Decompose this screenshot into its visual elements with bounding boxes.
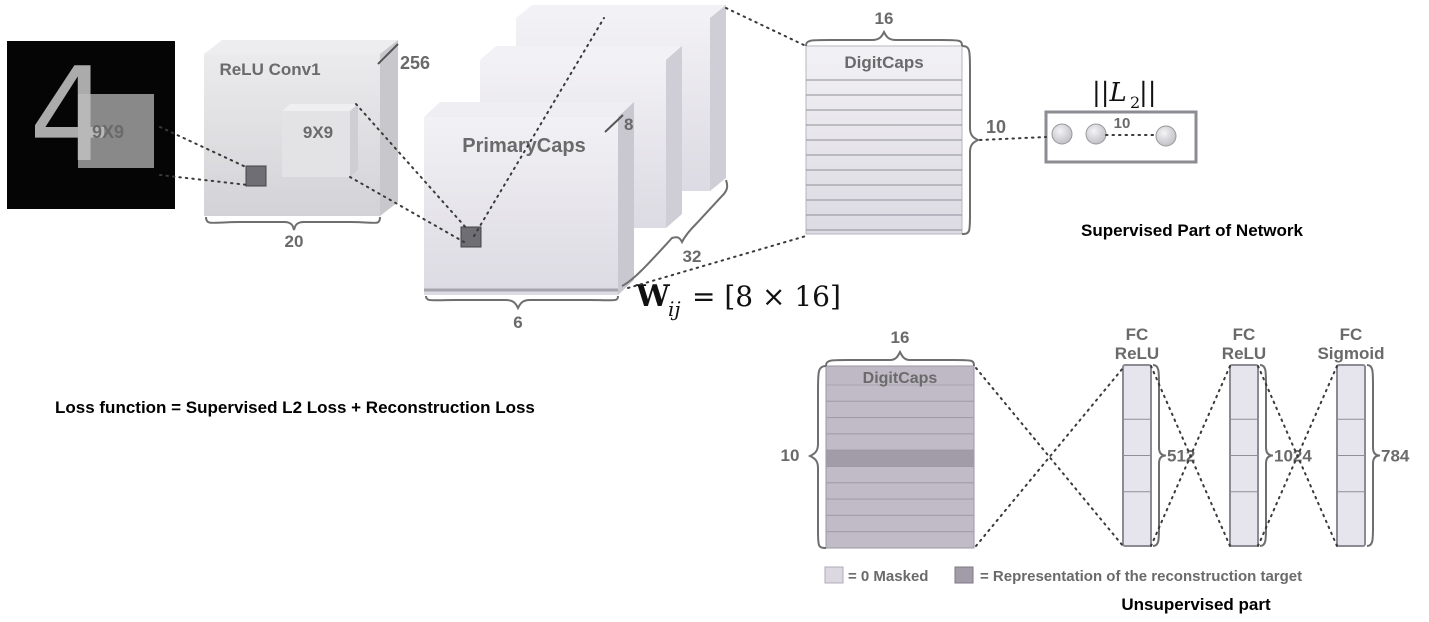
fc-connector-cross-b xyxy=(975,367,1124,547)
primary-caps-stack: PrimaryCaps 8 32 6 xyxy=(424,5,729,332)
input-kernel-window xyxy=(78,94,154,168)
digit-caps-top-cols-brace xyxy=(805,29,963,47)
fc-layer-type: FC xyxy=(1340,325,1363,344)
primary-caps-front-side xyxy=(618,102,634,295)
weight-dimensions: = [8 × 16] xyxy=(692,280,841,313)
relu-conv1-depth: 256 xyxy=(400,53,430,73)
connector-digitcaps-l2 xyxy=(979,136,1047,141)
primary-caps-front-top xyxy=(424,102,634,117)
digit-caps-top-cols: 16 xyxy=(875,9,894,28)
digit-caps-bottom-rows-brace xyxy=(807,365,827,549)
relu-conv1-kernel-top xyxy=(282,104,358,111)
primary-caps-count: 32 xyxy=(683,247,702,266)
fc-connector-cross-a xyxy=(975,367,1124,547)
l2-node-2 xyxy=(1085,123,1107,145)
fc-layer-size: 784 xyxy=(1381,447,1410,466)
legend-target-swatch xyxy=(954,566,974,584)
legend-masked-label: = 0 Masked xyxy=(848,568,928,585)
digit-caps-top-rows: 10 xyxy=(986,117,1006,137)
connector-input-conv1-bottom xyxy=(159,174,249,186)
fc-layer-activation: ReLU xyxy=(1115,344,1159,363)
digit-caps-top-rows-brace xyxy=(961,45,981,235)
relu-conv1-width: 20 xyxy=(285,232,304,251)
primary-caps-front-face xyxy=(424,117,618,295)
input-image: 4 9X9 xyxy=(7,39,175,209)
relu-conv1-side xyxy=(380,40,398,216)
primary-caps-width-brace xyxy=(425,295,619,311)
l2-node-count: 10 xyxy=(1114,115,1131,132)
fc-layer-type: FC xyxy=(1126,325,1149,344)
digit-caps-bottom-rows: 10 xyxy=(781,446,800,465)
primary-caps-depth-mark xyxy=(604,114,624,133)
l2-norm-label: ||L xyxy=(1092,78,1127,108)
fc-layer-brace xyxy=(1259,364,1274,547)
relu-conv1-width-brace xyxy=(205,216,381,231)
digit-caps-top: DigitCaps 16 10 xyxy=(805,9,1006,235)
input-kernel-label: 9X9 xyxy=(92,122,124,142)
fc-layer-activation: Sigmoid xyxy=(1317,344,1384,363)
relu-conv1-block: ReLU Conv1 9X9 256 20 xyxy=(204,40,430,251)
digit-caps-bottom-row xyxy=(825,531,975,549)
digit-caps-bottom-shade xyxy=(826,366,974,548)
legend-masked-swatch xyxy=(824,566,844,584)
digit-caps-bottom-title: DigitCaps xyxy=(863,370,938,387)
legend-target-label: = Representation of the reconstruction t… xyxy=(980,568,1302,585)
digit-caps-bottom: DigitCaps 16 10 xyxy=(781,328,975,549)
connector-primary-digitcaps-bottom xyxy=(627,235,807,289)
relu-conv1-kernel-label: 9X9 xyxy=(303,123,333,142)
relu-conv1-kernel-side xyxy=(350,104,358,177)
l2-norm-suffix: || xyxy=(1139,78,1157,108)
digit-caps-bottom-cols-brace xyxy=(825,349,975,367)
primary-caps-depth: 8 xyxy=(624,115,633,134)
weight-formula: W ij = [8 × 16] xyxy=(635,279,841,321)
fc-connector-cross-b xyxy=(1150,365,1231,547)
digit-caps-bottom-grid xyxy=(825,366,975,549)
digit-caps-bottom-cols: 16 xyxy=(891,328,910,347)
relu-conv1-title: ReLU Conv1 xyxy=(219,60,320,79)
legend: = 0 Masked = Representation of the recon… xyxy=(824,566,1302,585)
relu-conv1-unit xyxy=(245,165,267,187)
unsupervised-caption: Unsupervised part xyxy=(1121,595,1271,614)
l2-node-10 xyxy=(1155,125,1177,147)
relu-conv1-top xyxy=(204,40,398,54)
connector-conv1-primary-bottom xyxy=(349,176,465,243)
fc-connector-cross-b xyxy=(1257,365,1338,547)
primary-caps-back-side xyxy=(710,5,726,191)
l2-norm-block: ||L 2 || 10 xyxy=(1044,78,1198,164)
fc-layer-brace xyxy=(1366,364,1381,547)
primary-caps-back-top xyxy=(516,5,726,18)
connector-conv1-primary-top xyxy=(355,103,469,231)
primary-caps-mid-top xyxy=(480,46,682,60)
digit-caps-top-title: DigitCaps xyxy=(844,53,923,72)
fc-layer-size: 1024 xyxy=(1274,447,1312,466)
relu-conv1-kernel-face xyxy=(282,111,350,177)
primary-caps-title: PrimaryCaps xyxy=(462,135,585,157)
loss-function-caption: Loss function = Supervised L2 Loss + Rec… xyxy=(55,398,535,417)
primary-caps-count-brace xyxy=(621,179,729,287)
primary-caps-mid-side xyxy=(666,46,682,228)
supervised-caption: Supervised Part of Network xyxy=(1081,221,1304,240)
relu-conv1-depth-mark xyxy=(377,43,399,65)
l2-norm-subscript: 2 xyxy=(1130,93,1140,112)
fc-layer-activation: ReLU xyxy=(1222,344,1266,363)
digit-caps-top-grid xyxy=(806,79,962,231)
primary-caps-unit xyxy=(460,226,482,248)
fc-layer-brace xyxy=(1152,364,1167,547)
l2-node-1 xyxy=(1051,123,1073,145)
connector-primary-digitcaps-top xyxy=(725,7,807,47)
fc-layer-type: FC xyxy=(1233,325,1256,344)
primary-caps-width: 6 xyxy=(513,313,522,332)
weight-subscript: ij xyxy=(668,297,681,321)
